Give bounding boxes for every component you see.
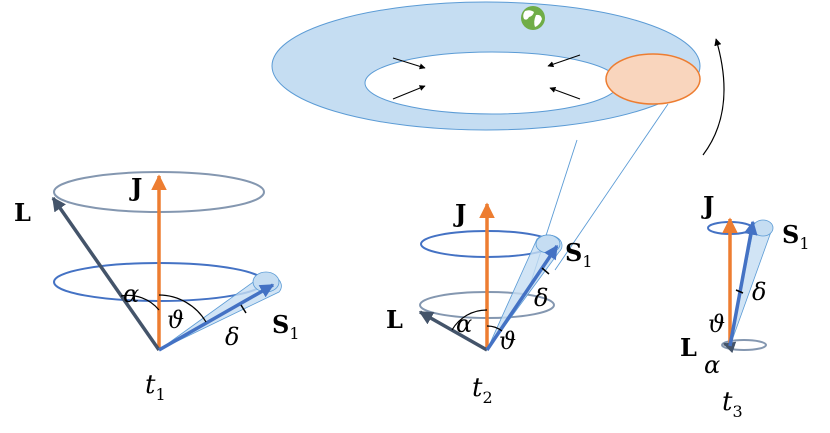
label-l-t2: L xyxy=(386,305,403,334)
l-arrow-t1 xyxy=(51,196,161,352)
delta-tick-t2 xyxy=(541,267,550,275)
cone-cap-t2 xyxy=(535,234,561,254)
label-l-t3: L xyxy=(680,333,697,362)
rotation-arrow xyxy=(702,38,725,156)
delta-tick-t1 xyxy=(240,304,247,314)
label-theta-t1: ϑ xyxy=(167,306,184,334)
l-arrow-t2 xyxy=(418,310,488,352)
label-theta-t2: ϑ xyxy=(499,327,516,355)
l-circle-t3 xyxy=(721,339,767,351)
theta-arc-t1 xyxy=(158,294,207,323)
label-alpha-t2: α xyxy=(456,310,472,338)
s-arrow-t3 xyxy=(728,220,758,347)
inflow-arrow xyxy=(392,57,426,70)
inflow-arrow xyxy=(549,87,581,100)
delta-tick-t3 xyxy=(735,289,744,294)
label-s-t1: S1 xyxy=(272,310,300,343)
label-time-t2: t2 xyxy=(472,373,493,407)
hot-spot xyxy=(605,53,701,105)
label-j-t2: J xyxy=(453,199,466,228)
alpha-arc-t2 xyxy=(451,309,488,331)
label-delta-t3: δ xyxy=(752,278,766,306)
label-time-t1: t1 xyxy=(145,370,166,404)
s-arrow-t1 xyxy=(158,283,275,352)
label-time-t3: t3 xyxy=(722,387,743,421)
inflow-arrow xyxy=(392,85,426,100)
label-alpha-t1: α xyxy=(123,280,139,308)
accretion-ring xyxy=(271,1,725,156)
alpha-arc-t1 xyxy=(120,294,160,311)
globe-icon xyxy=(521,6,545,30)
label-delta-t1: δ xyxy=(225,323,239,351)
cone-cap-t3 xyxy=(752,219,774,237)
projection-line xyxy=(554,103,669,271)
label-alpha-t3: α xyxy=(704,351,720,379)
label-s-t2: S1 xyxy=(565,238,593,271)
theta-arc-t2 xyxy=(486,325,503,332)
s-arrow-t2 xyxy=(485,244,559,351)
inflow-arrow xyxy=(547,54,581,68)
label-theta-t3: ϑ xyxy=(708,310,725,338)
label-l-t1: L xyxy=(14,198,31,227)
panel-t2: J L S1 α ϑ δ t2 xyxy=(386,199,593,407)
label-s-t3: S1 xyxy=(782,220,810,253)
panel-t1: J L S1 α ϑ δ t1 xyxy=(14,171,300,404)
panel-t3: J L S1 α ϑ δ t3 xyxy=(680,191,810,421)
label-j-t3: J xyxy=(701,191,714,220)
label-j-t1: J xyxy=(129,173,142,202)
label-delta-t2: δ xyxy=(534,284,548,312)
